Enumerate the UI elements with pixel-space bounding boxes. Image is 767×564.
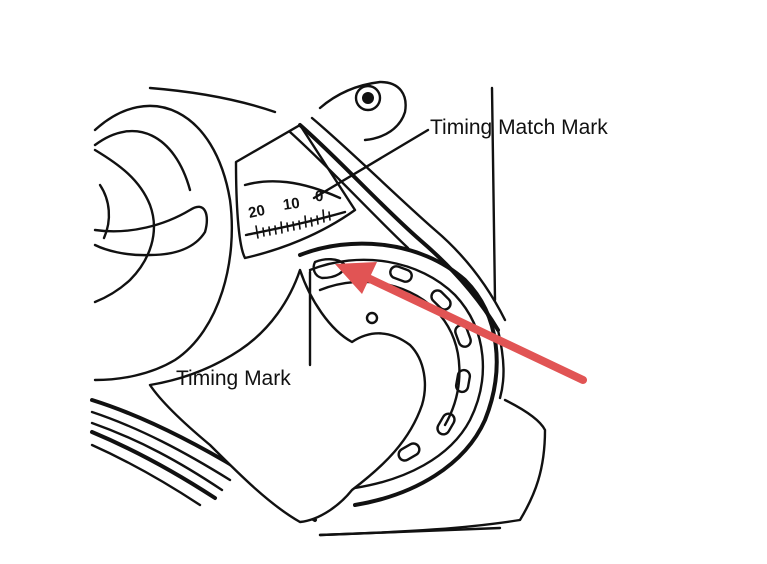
scale-number-0: 0 xyxy=(314,188,324,206)
left-pulley xyxy=(93,104,234,382)
scale-number-10: 10 xyxy=(282,195,301,214)
timing-scale: 20 10 0 xyxy=(234,123,357,260)
timing-match-mark-leader xyxy=(312,128,430,200)
red-arrow xyxy=(335,262,587,384)
idler-pulley xyxy=(148,80,407,142)
timing-cover xyxy=(148,268,427,524)
right-belt xyxy=(288,86,507,400)
leader-lines xyxy=(308,128,430,367)
scale-ticks xyxy=(255,209,331,239)
timing-mark-label: Timing Mark xyxy=(176,367,291,390)
scale-number-20: 20 xyxy=(247,202,267,222)
timing-match-mark-label: Timing Match Mark xyxy=(430,116,608,139)
